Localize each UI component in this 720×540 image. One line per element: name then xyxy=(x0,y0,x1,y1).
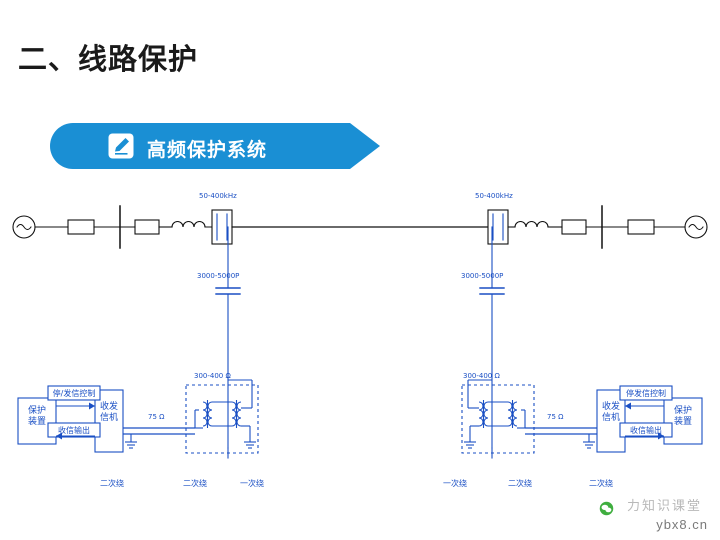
block-protect-left: 保护 装置 xyxy=(18,406,56,428)
label-secondary-left-b: 二次绕 xyxy=(183,479,207,488)
label-filter-freq-right: 50-400kHz xyxy=(475,192,513,200)
wechat-icon xyxy=(599,501,614,516)
block-protect-right: 保护 装置 xyxy=(664,406,702,428)
pencil-square-icon xyxy=(108,133,134,159)
label-cap-right: 3000-5000P xyxy=(461,272,504,280)
label-cable-left: 75 Ω xyxy=(148,413,165,421)
block-protect-left-line1: 保护 xyxy=(27,406,46,416)
block-transceiver-left-line2: 信机 xyxy=(99,413,118,423)
label-secondary-right-b: 二次绕 xyxy=(508,479,532,488)
label-cable-right: 75 Ω xyxy=(547,413,564,421)
label-primary-right: 一次绕 xyxy=(443,479,467,488)
label-primary-left: 一次绕 xyxy=(240,479,264,488)
label-filter-freq-left: 50-400kHz xyxy=(199,192,237,200)
schematic-diagram: 50-400kHz 50-400kHz 3000-5000P 3000-5000… xyxy=(0,180,720,510)
block-transceiver-right-line2: 信机 xyxy=(601,413,620,423)
page-title: 二、线路保护 xyxy=(18,42,199,76)
banner-shape xyxy=(50,123,380,169)
block-transceiver-right-line1: 收发 xyxy=(601,402,620,412)
block-protect-right-line2: 装置 xyxy=(673,417,692,427)
block-transceiver-left-line1: 收发 xyxy=(99,402,118,412)
schematic-svg xyxy=(12,205,708,459)
block-protect-right-line1: 保护 xyxy=(673,406,692,416)
label-secondary-left-a: 二次绕 xyxy=(100,479,124,488)
banner-label: 高频保护系统 xyxy=(147,139,268,161)
label-signal-out-right: 收信输出 xyxy=(630,426,662,435)
label-cap-left: 3000-5000P xyxy=(197,272,240,280)
label-impedance-right: 300-400 Ω xyxy=(463,372,500,380)
section-banner: 高频保护系统 xyxy=(50,123,380,169)
label-signal-ctrl-left: 停/发信控制 xyxy=(52,389,96,398)
label-signal-ctrl-right: 停发信控制 xyxy=(626,389,666,398)
block-transceiver-left: 收发 信机 xyxy=(95,402,123,424)
label-signal-out-left: 收信输出 xyxy=(58,426,90,435)
label-impedance-left: 300-400 Ω xyxy=(194,372,231,380)
watermark-brand: 力知识课堂 xyxy=(626,499,702,514)
label-secondary-right-a: 二次绕 xyxy=(589,479,613,488)
watermark-site: ybx8.cn xyxy=(656,517,708,532)
block-protect-left-line2: 装置 xyxy=(27,417,46,427)
block-transceiver-right: 收发 信机 xyxy=(597,402,625,424)
